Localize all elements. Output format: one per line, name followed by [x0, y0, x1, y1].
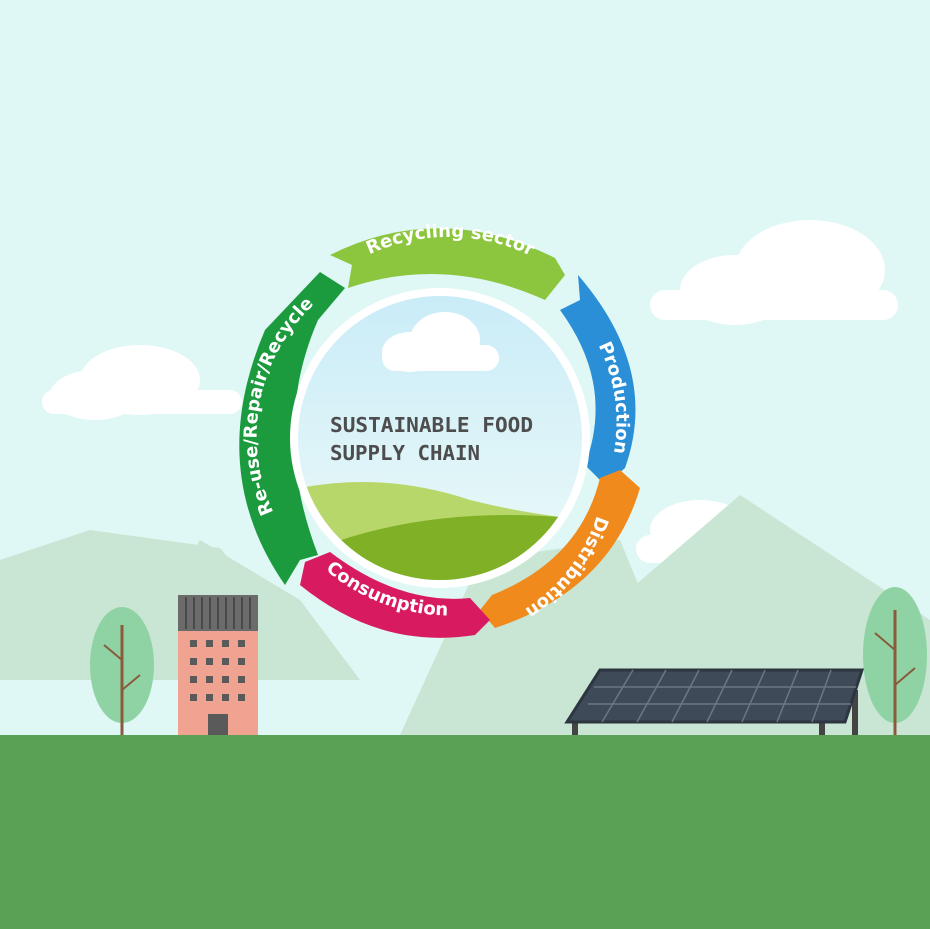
arrow-production	[560, 275, 636, 485]
arrow-recycling-sector	[330, 228, 565, 300]
solar-panel	[564, 668, 865, 735]
ground	[0, 735, 930, 929]
arrow-distribution	[480, 470, 640, 628]
tree-left	[90, 607, 154, 735]
cloud-left	[42, 345, 242, 420]
center-title-line1: Sustainable Food	[330, 413, 533, 437]
arrow-consumption	[300, 552, 490, 638]
center-title-line2: Supply Chain	[330, 441, 480, 465]
tree-right	[863, 587, 927, 735]
building	[178, 595, 258, 735]
cloud-right	[650, 220, 898, 325]
